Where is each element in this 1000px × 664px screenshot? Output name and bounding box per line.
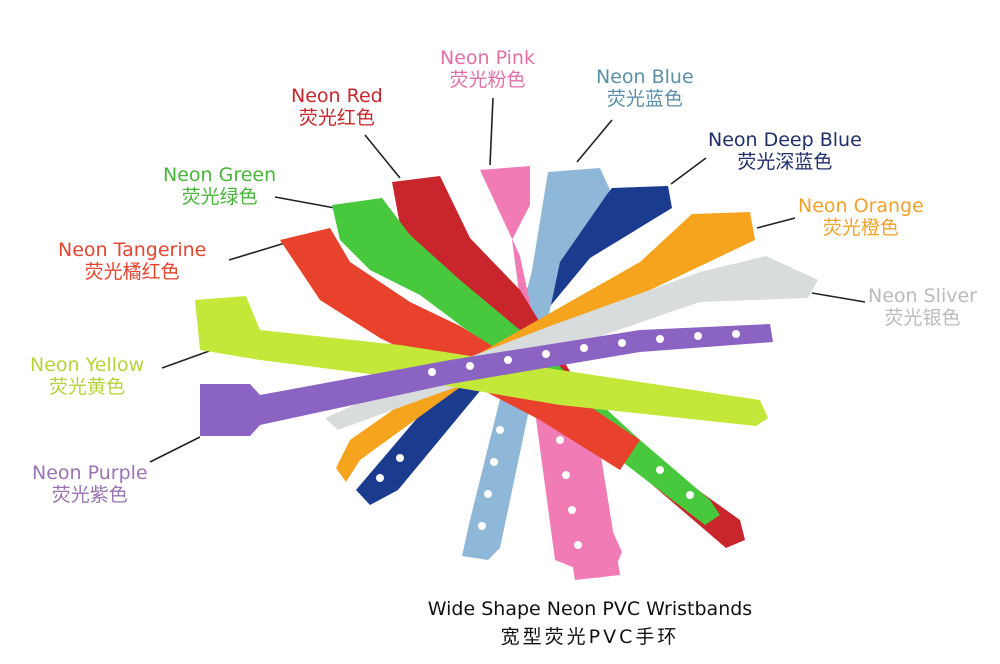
wristband-orange [336, 212, 755, 482]
label-english: Neon Purple [32, 462, 148, 484]
leader-line-orange [756, 217, 796, 229]
wristband-pink [480, 166, 622, 580]
wristband-tangerine [280, 228, 640, 470]
label-chinese: 荧光绿色 [181, 185, 258, 208]
label-english: Neon Red [291, 85, 383, 107]
label-english: Neon Orange [798, 195, 924, 217]
leader-line-sliver [811, 292, 866, 303]
label-chinese: 荧光深蓝色 [737, 150, 833, 173]
leader-line-green [274, 196, 336, 209]
label-english: Neon Deep Blue [708, 129, 862, 151]
label-chinese: 荧光紫色 [51, 483, 128, 506]
leader-line-purple [149, 436, 201, 463]
label-chinese: 荧光银色 [884, 306, 961, 329]
leader-line-tangerine [228, 242, 286, 261]
caption-chinese: 宽型荧光PVC手环 [500, 626, 680, 648]
wristband-purple [200, 324, 773, 436]
label-chinese: 荧光黄色 [49, 375, 126, 398]
label-english: Neon Green [163, 164, 277, 186]
label-english: Neon Yellow [30, 354, 145, 376]
leader-line-red [364, 134, 401, 179]
label-chinese: 荧光橙色 [822, 216, 899, 239]
caption-english: Wide Shape Neon PVC Wristbands [427, 598, 753, 620]
label-english: Neon Sliver [868, 285, 977, 307]
label-chinese: 荧光粉色 [449, 68, 526, 91]
label-english: Neon Tangerine [58, 239, 207, 261]
punch-holes [376, 330, 740, 549]
label-chinese: 荧光蓝色 [606, 87, 683, 110]
leader-line-pink [489, 97, 494, 166]
caption: Wide Shape Neon PVC Wristbands 宽型荧光PVC手环 [380, 598, 800, 649]
label-chinese: 荧光红色 [298, 106, 375, 129]
leader-lines [149, 97, 866, 463]
wristband-red [392, 176, 745, 548]
label-chinese: 荧光橘红色 [84, 260, 180, 283]
leader-line-deep-blue [670, 157, 707, 185]
label-english: Neon Pink [440, 47, 535, 69]
label-english: Neon Blue [596, 66, 694, 88]
leader-line-blue [576, 119, 613, 163]
leader-line-yellow [161, 349, 213, 369]
